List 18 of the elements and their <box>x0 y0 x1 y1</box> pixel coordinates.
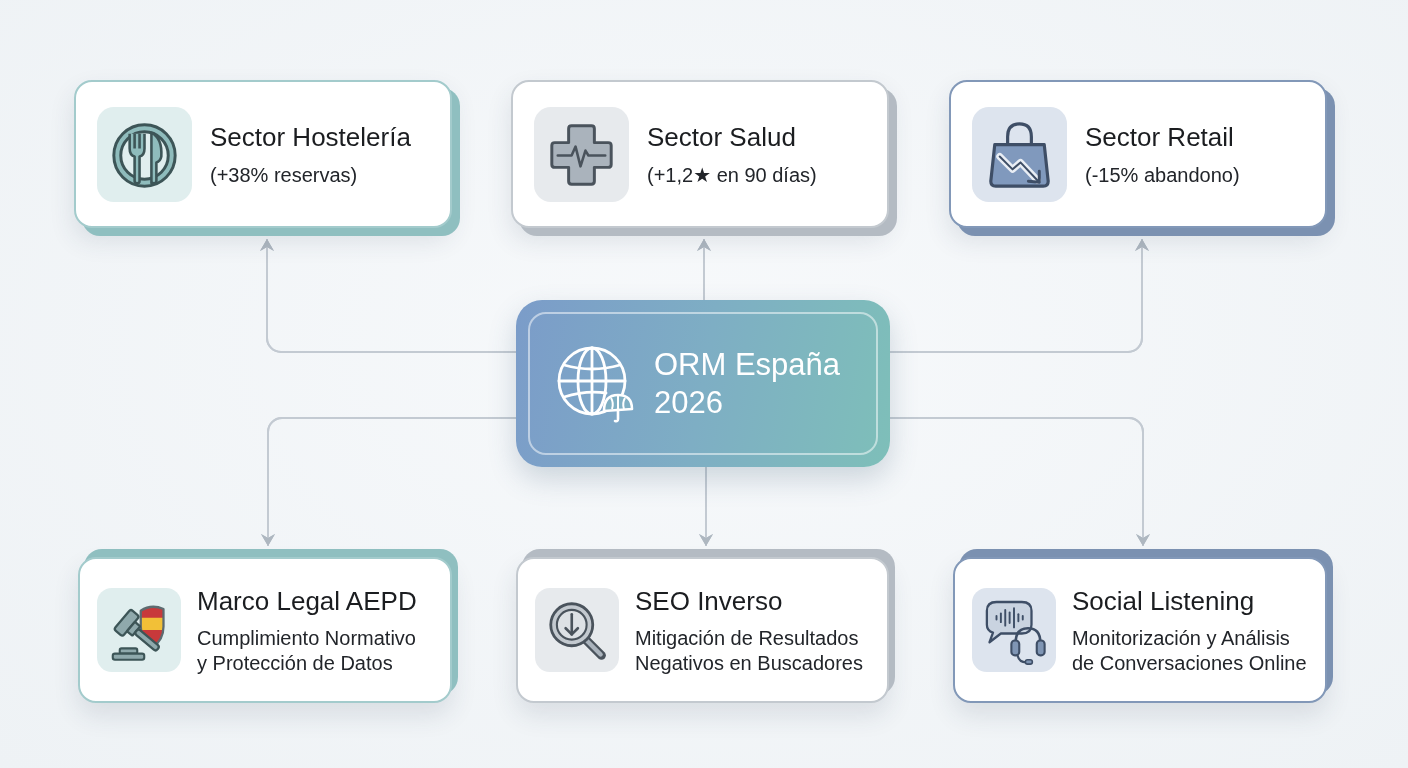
card-description: (+38% reservas) <box>210 163 359 187</box>
connector-arrow <box>889 417 1150 547</box>
card-title: Marco Legal AEPD <box>197 584 418 617</box>
connector-arrow <box>889 238 1149 353</box>
card-description: (-15% abandono) <box>1085 163 1241 187</box>
card-description: Mitigación de Resultados Negativos en Buscadores <box>635 625 864 676</box>
card-title: Social Listening <box>1072 584 1256 617</box>
card-description: (+1,2★ en 90 días) <box>647 163 818 187</box>
connector-arrow <box>261 417 517 547</box>
card-title: SEO Inverso <box>635 584 784 617</box>
card-title: Sector Hostelería <box>210 121 412 153</box>
card-title: Sector Retail <box>1085 121 1235 153</box>
connector-arrow <box>260 238 517 353</box>
hub-box <box>516 300 890 467</box>
card-title: Sector Salud <box>647 121 797 153</box>
card-description: Monitorización y Análisis de Conversaciones Online <box>1072 625 1308 676</box>
card-description: Cumplimiento Normativo y Protección de Datos <box>197 625 417 676</box>
hub-title: ORM España 2026 <box>654 345 842 422</box>
